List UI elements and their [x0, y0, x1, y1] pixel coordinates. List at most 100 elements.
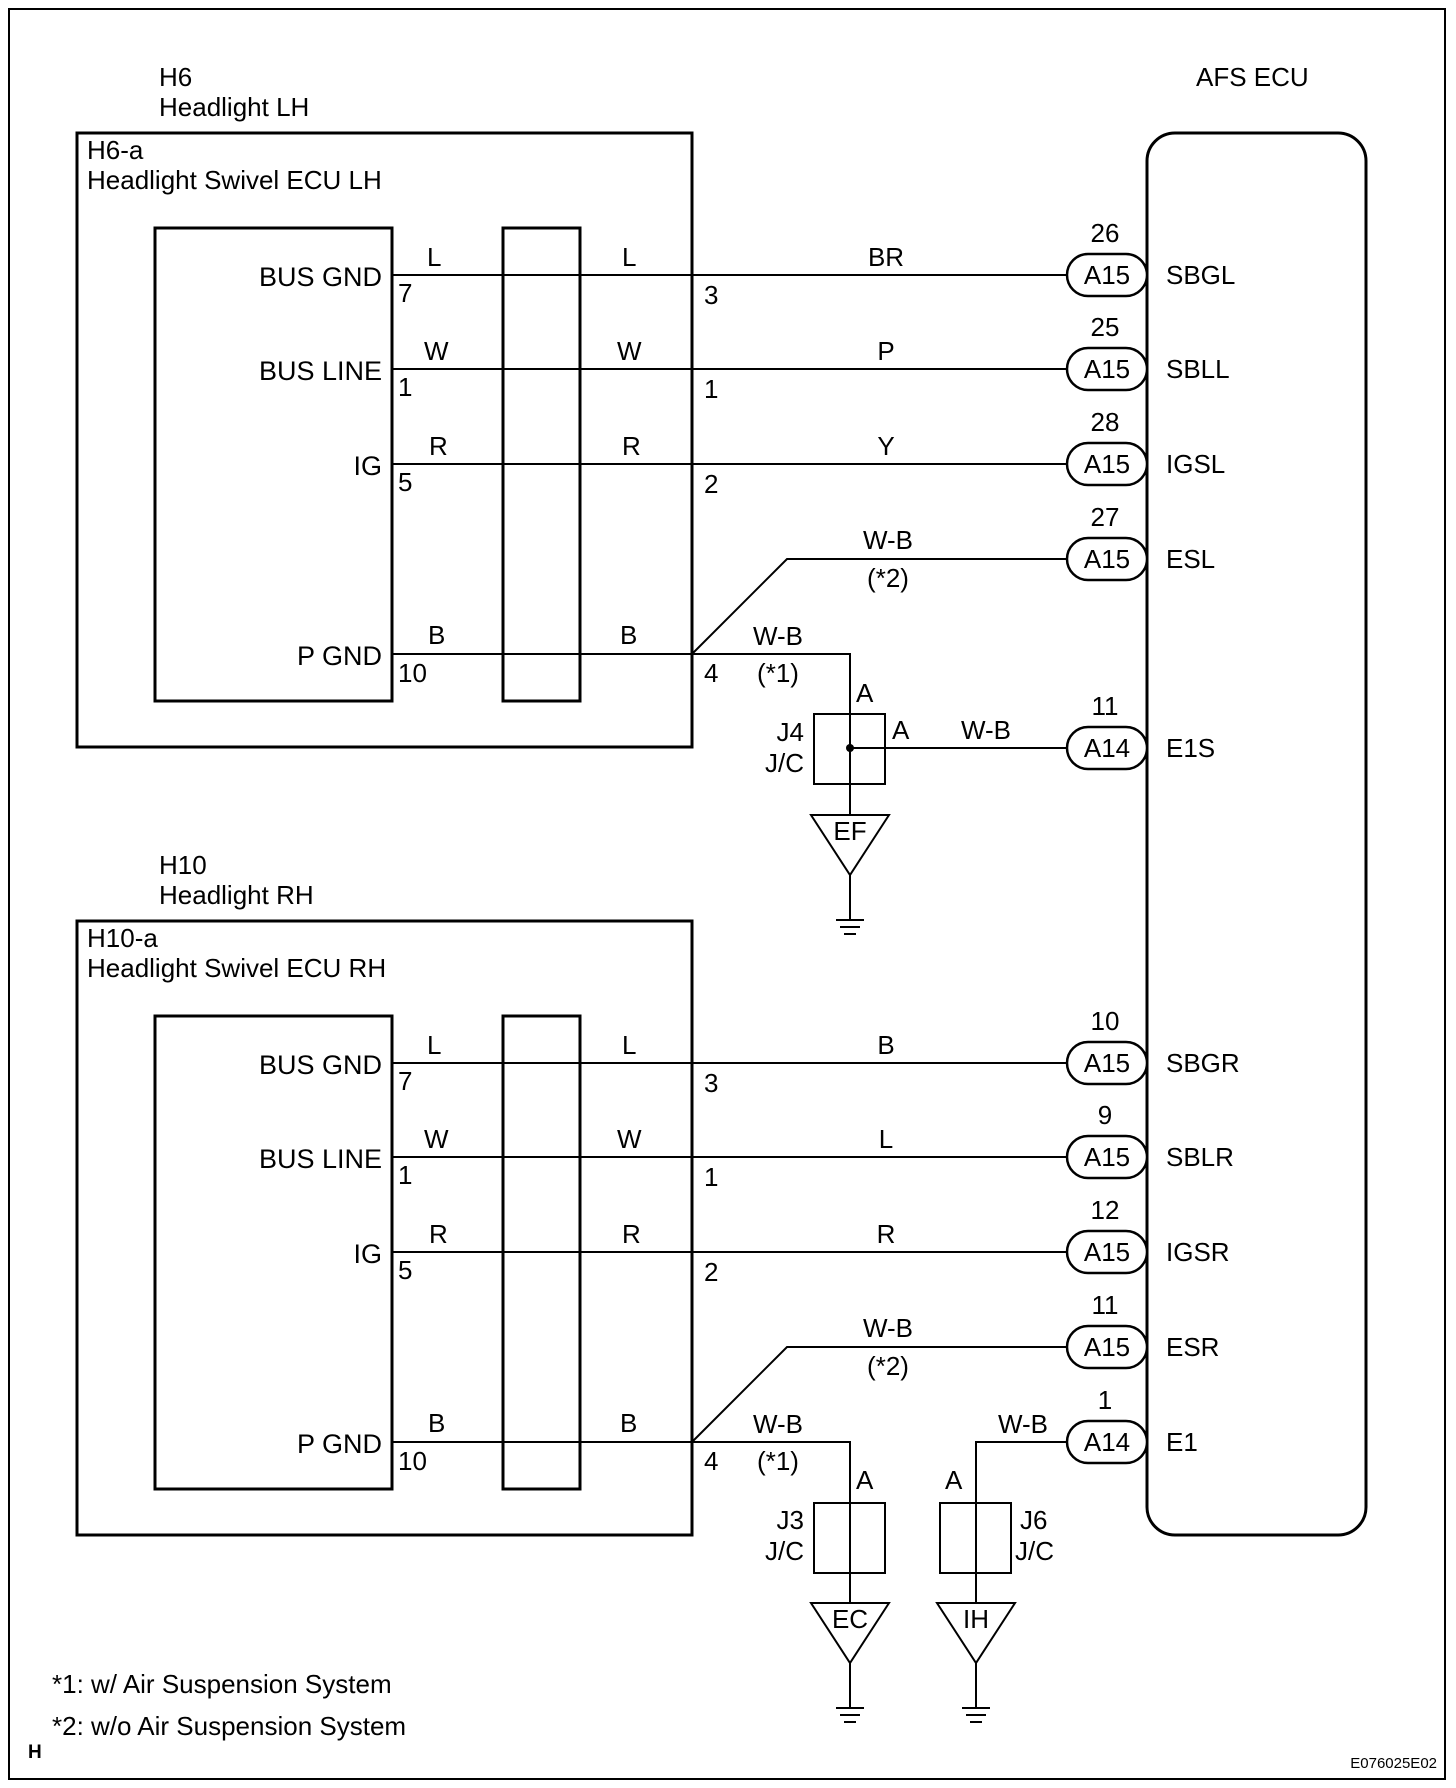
signal-name: SBGL [1166, 260, 1235, 290]
ground-icon [836, 1707, 864, 1723]
signal-name: IGSR [1166, 1237, 1230, 1267]
connector-oval [1065, 1229, 1149, 1275]
inner-pin: 10 [398, 1446, 427, 1476]
mid-color: B [620, 620, 637, 650]
outer-pin: 4 [704, 1446, 718, 1476]
connector-oval [1065, 725, 1149, 771]
option-note: (*1) [757, 1446, 799, 1476]
unit-name: Headlight LH [159, 92, 309, 122]
mid-color: L [622, 1030, 636, 1060]
mid-color: W [617, 336, 642, 366]
corner-mark: H [28, 1742, 42, 1763]
mid-color: L [622, 242, 636, 272]
pin-name: P GND [297, 641, 382, 671]
page-frame [8, 8, 1446, 1780]
esl-circuit: W-B (*2) 27 A15 ESL [691, 502, 1215, 655]
ground-icon [836, 919, 864, 935]
outer-pin: 2 [704, 469, 718, 499]
p-gnd-circuit: P GND B 10 B 4 W-B (*1) [297, 620, 851, 714]
wire-color: P [877, 336, 894, 366]
inner-pin: 10 [398, 658, 427, 688]
jc-pin-top: A [856, 1465, 874, 1495]
mid-color: R [622, 431, 641, 461]
ecu-pin: 27 [1091, 502, 1120, 532]
jc-pin-top: A [945, 1465, 963, 1495]
unit-box [75, 131, 694, 749]
ground-triangle [809, 814, 891, 877]
jc-pin-right: A [892, 715, 910, 745]
ecu-pin: 9 [1098, 1100, 1112, 1130]
mid-color: R [622, 1219, 641, 1249]
signal-name: ESL [1166, 544, 1215, 574]
sub-code: H10-a [87, 923, 158, 953]
ig-circuit: IG R 5 R 2 R 12 A15 IGSR [353, 1195, 1229, 1287]
outer-pin: 1 [704, 374, 718, 404]
wire-color: BR [868, 242, 904, 272]
connector-code: A15 [1084, 449, 1130, 479]
footnote: *2: w/o Air Suspension System [52, 1711, 406, 1741]
jc-name: J4 [777, 717, 804, 747]
jc-name: J6 [1020, 1505, 1047, 1535]
wire-color: W-B [998, 1409, 1048, 1439]
inner-color: W [424, 1124, 449, 1154]
pin-name: BUS LINE [259, 1144, 382, 1174]
connector-oval [1065, 252, 1149, 298]
connector-code: A14 [1084, 733, 1130, 763]
headlight-lh: H6 Headlight LH H6-a Headlight Swivel EC… [75, 62, 1235, 935]
connector-code: A15 [1084, 1332, 1130, 1362]
ecu-body [1145, 131, 1368, 1537]
inner-color: L [427, 1030, 441, 1060]
bus-line-circuit: BUS LINE W 1 W 1 P 25 A15 SBLL [259, 312, 1230, 404]
mid-color: W [617, 1124, 642, 1154]
inner-color: W [424, 336, 449, 366]
connector-oval [1065, 1040, 1149, 1086]
e1-circuit: W-B 1 A14 E1 A J6 J/C IH [935, 1385, 1198, 1723]
ecu-pin: 11 [1092, 1290, 1119, 1320]
p-gnd-circuit: P GND B 10 B 4 W-B (*1) [297, 1408, 851, 1503]
bus-gnd-circuit: BUS GND L 7 L 3 B 10 A15 SBGR [259, 1006, 1240, 1098]
ground-code: EF [833, 816, 866, 846]
jc-type: J/C [765, 1536, 804, 1566]
wire-color: W-B [961, 715, 1011, 745]
outer-pin: 4 [704, 658, 718, 688]
outer-pin: 3 [704, 1068, 718, 1098]
outer-pin: 3 [704, 280, 718, 310]
sub-name: Headlight Swivel ECU LH [87, 165, 382, 195]
signal-name: IGSL [1166, 449, 1225, 479]
pin-name: IG [353, 1239, 382, 1269]
signal-name: E1S [1166, 733, 1215, 763]
inner-color: B [428, 620, 445, 650]
ground-triangle [935, 1602, 1017, 1665]
connector-oval [1065, 346, 1149, 392]
jc-name: J3 [777, 1505, 804, 1535]
unit-code: H10 [159, 850, 207, 880]
j3-junction-connector: A J3 J/C EC [765, 1465, 891, 1723]
option-note: (*2) [867, 1351, 909, 1381]
inner-color: R [429, 1219, 448, 1249]
connector-code: A14 [1084, 1427, 1130, 1457]
inner-pin: 1 [398, 1160, 412, 1190]
wire-color: B [877, 1030, 894, 1060]
ground-icon [962, 1707, 990, 1723]
headlight-rh: H10 Headlight RH H10-a Headlight Swivel … [75, 850, 1240, 1723]
outer-pin: 1 [704, 1162, 718, 1192]
ground-triangle [809, 1602, 891, 1665]
esr-circuit: W-B (*2) 11 A15 ESR [691, 1290, 1219, 1443]
sub-name: Headlight Swivel ECU RH [87, 953, 386, 983]
connector-oval [1065, 1324, 1149, 1370]
ground-code: EC [832, 1604, 868, 1634]
connector-oval [1065, 1134, 1149, 1180]
ecu-pin: 10 [1091, 1006, 1120, 1036]
splice-dot [846, 744, 854, 752]
jc-box [939, 1502, 1012, 1574]
inner-color: L [427, 242, 441, 272]
wire-color: W-B [863, 525, 913, 555]
signal-name: SBLR [1166, 1142, 1234, 1172]
connector-code: A15 [1084, 1048, 1130, 1078]
ig-circuit: IG R 5 R 2 Y 28 A15 IGSL [353, 407, 1225, 499]
bus-gnd-circuit: BUS GND L 7 L 3 BR 26 A15 SBGL [259, 218, 1235, 310]
ecu-pin: 1 [1098, 1385, 1112, 1415]
ecu-pin: 26 [1091, 218, 1120, 248]
ecu-pin: 12 [1091, 1195, 1120, 1225]
